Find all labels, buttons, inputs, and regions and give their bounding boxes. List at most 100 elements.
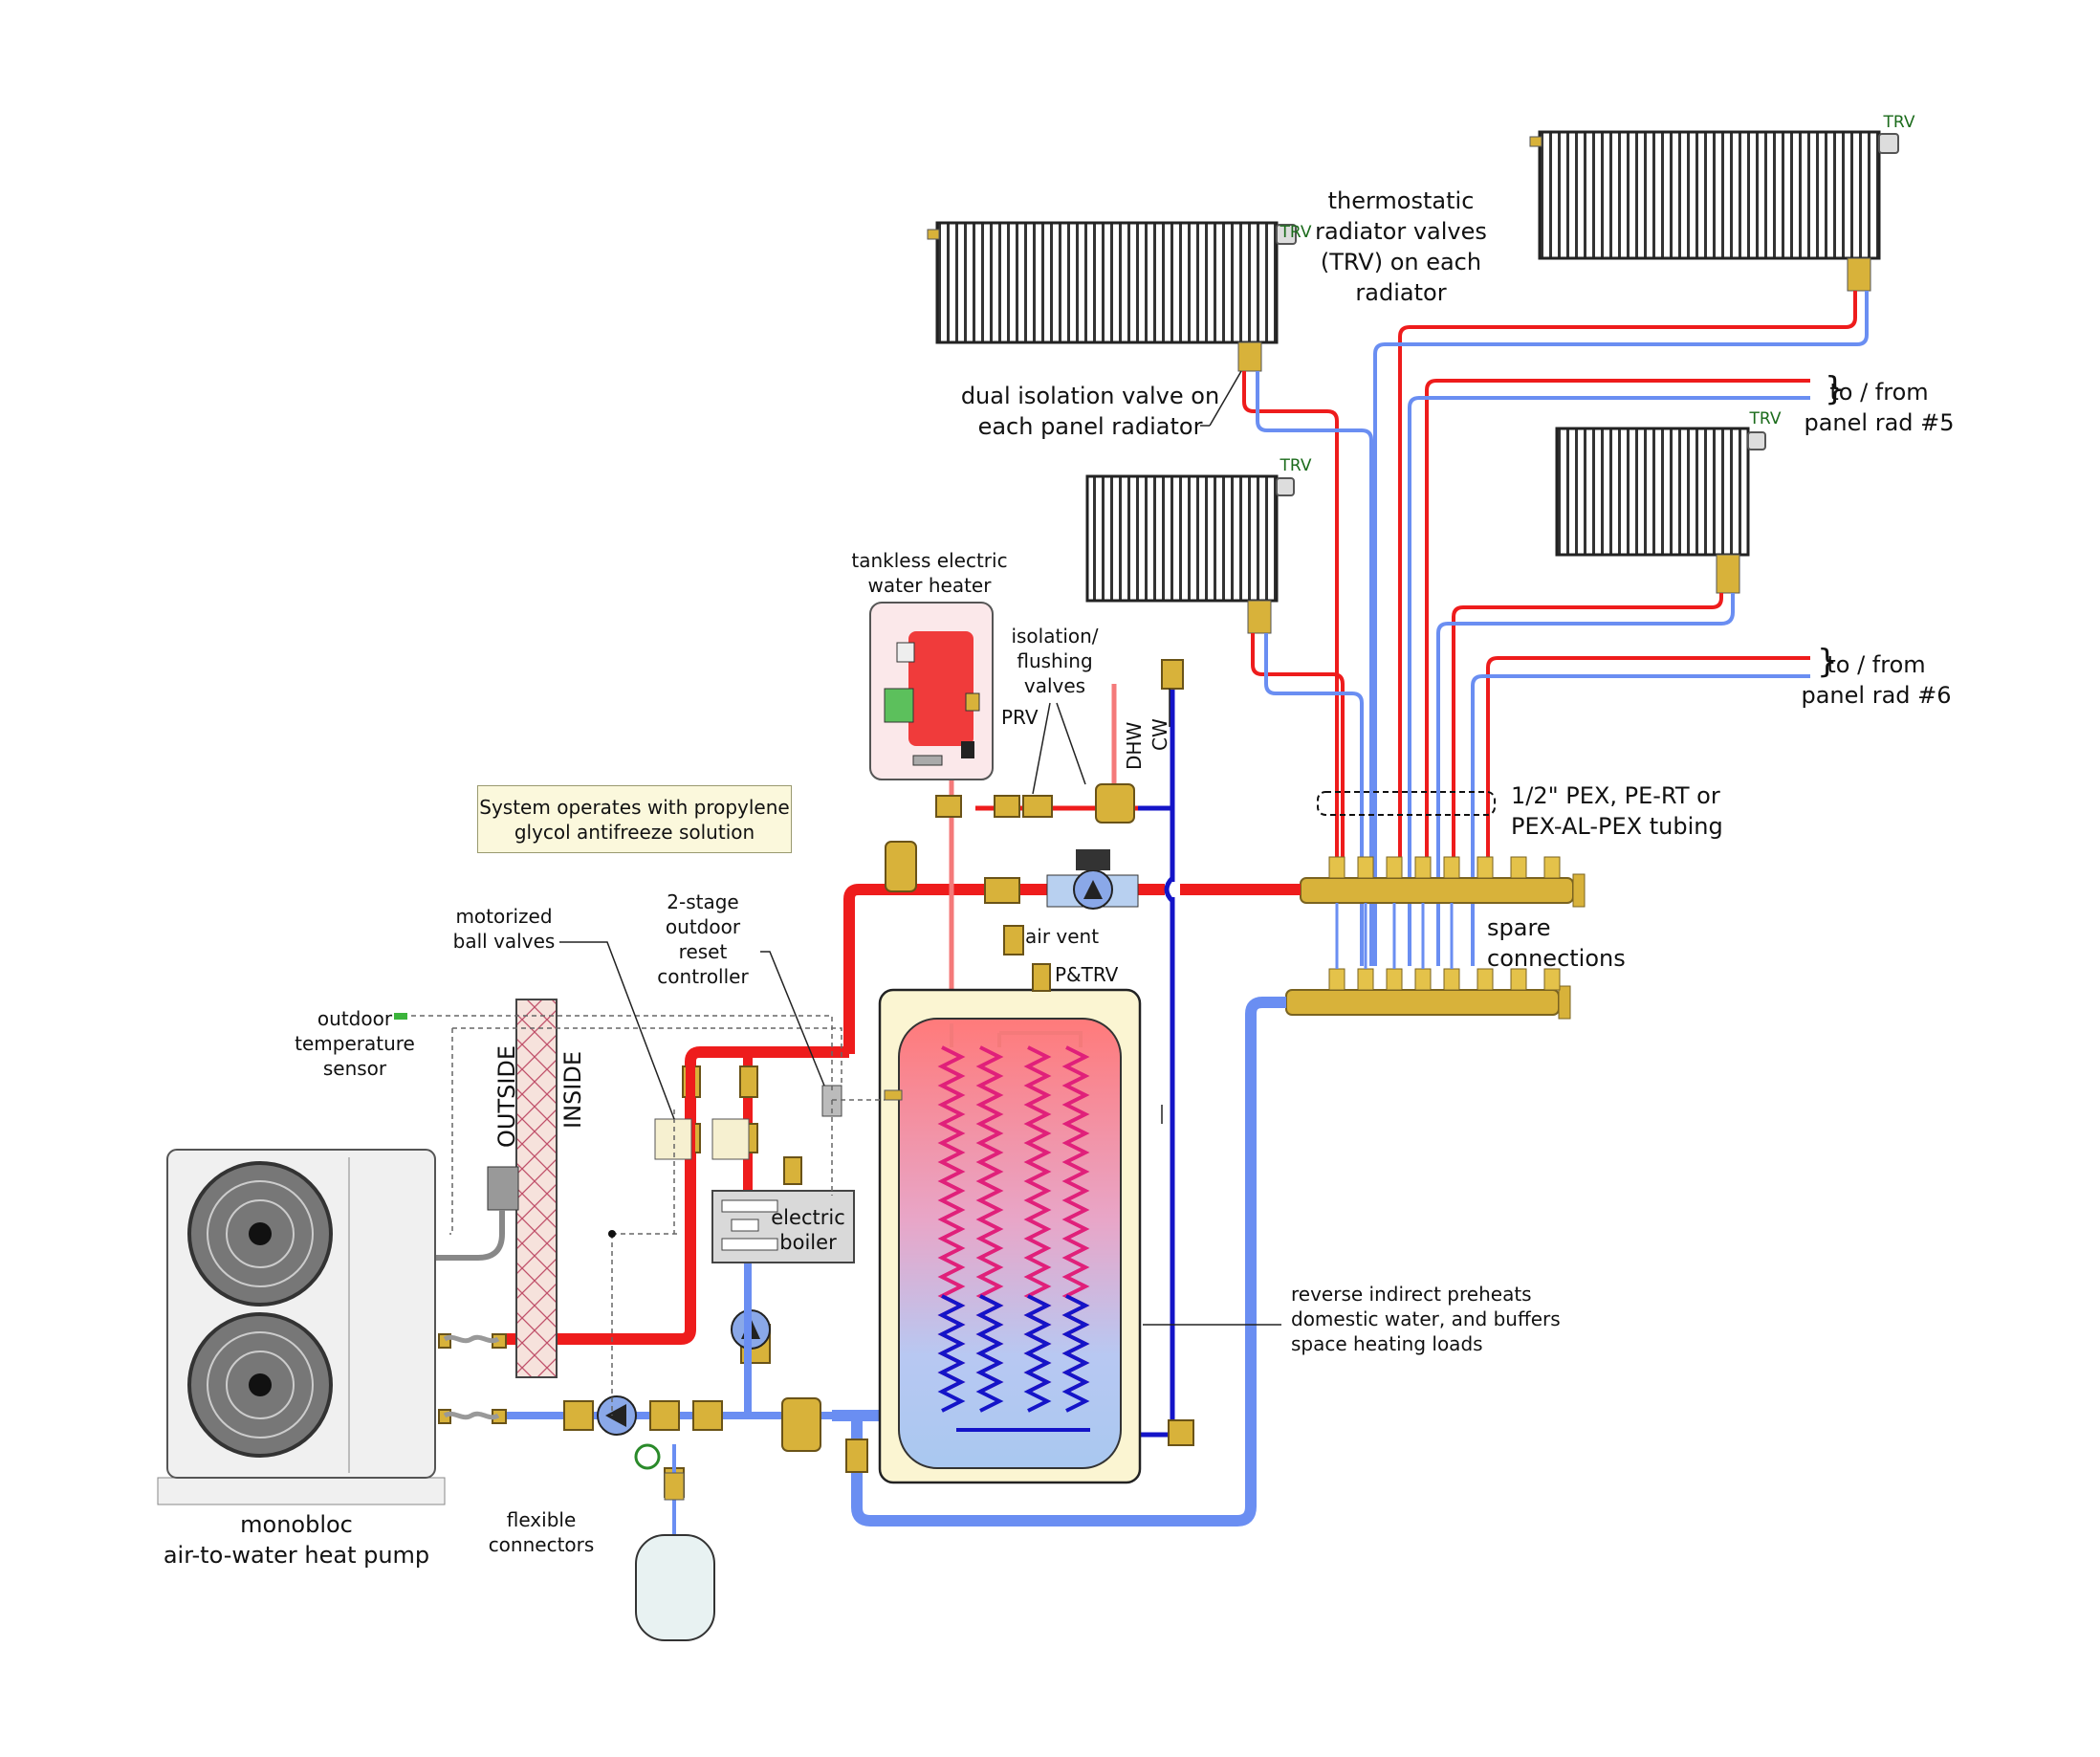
controller-line-3: reset	[679, 940, 728, 963]
air-separator-icon	[885, 841, 917, 892]
valve-icon	[1161, 659, 1184, 690]
flexible-line-2: connectors	[489, 1533, 595, 1556]
reverse-indirect-tank	[878, 988, 1142, 1484]
expansion-tank	[634, 1443, 715, 1641]
manifold-drops	[1335, 903, 1454, 969]
flexible-line-1: flexible	[507, 1508, 577, 1531]
sensor-line-1: outdoor	[317, 1007, 393, 1030]
heat-pump-line-2: air-to-water heat pump	[164, 1542, 429, 1569]
ptrv-icon	[1032, 963, 1051, 992]
boiler-line-1: electric	[771, 1206, 844, 1229]
valve-icon	[845, 1439, 868, 1473]
pipe-crossover-arc	[1164, 876, 1174, 903]
tubing-callout-box	[1317, 791, 1496, 816]
wall-insulation	[515, 999, 558, 1378]
circulators	[597, 849, 1139, 1436]
control-wiring	[411, 1015, 885, 1416]
valve-icon	[692, 1400, 723, 1431]
trv-head-icon	[1276, 477, 1295, 496]
radiator-1	[927, 221, 1297, 372]
reverse-line-3: space heating loads	[1291, 1332, 1483, 1355]
dual-isolation-line-1: dual isolation valve on	[961, 383, 1219, 409]
valve-icon	[984, 877, 1020, 904]
leader-lines	[559, 370, 1281, 1326]
thermostatic-line-4: radiator	[1355, 279, 1446, 306]
isolation-line-1: isolation/	[1011, 625, 1098, 648]
air-vent-icon	[1003, 925, 1024, 955]
thermostatic-line-2: radiator valves	[1315, 218, 1487, 245]
tankless-line-2: water heater	[868, 574, 993, 597]
reverse-line-1: reverse indirect preheats	[1291, 1283, 1532, 1306]
motorized-valve-icon	[654, 1118, 692, 1160]
controller-line-1: 2-stage	[667, 890, 738, 913]
tankless-water-heater	[869, 602, 994, 780]
inside-label: INSIDE	[559, 1051, 586, 1129]
valve-icon	[739, 1065, 758, 1098]
tankless-line-1: tankless electric	[851, 549, 1007, 572]
junction-dot	[608, 1230, 616, 1238]
reverse-line-2: domestic water, and buffers	[1291, 1307, 1561, 1330]
prv-label: PRV	[1001, 706, 1039, 729]
isolation-line-3: valves	[1024, 674, 1085, 697]
note-line-2: glycol antifreeze solution	[514, 820, 755, 844]
relief-valve-icon	[783, 1156, 802, 1185]
sensor-line-2: temperature	[295, 1032, 415, 1055]
ptrv-label: P&TRV	[1055, 963, 1119, 986]
trv-head-icon	[1878, 133, 1899, 154]
to-from-5-line-1: to / from	[1829, 379, 1928, 406]
brace-icon: }	[1825, 370, 1846, 408]
tubing-line-1: 1/2" PEX, PE-RT or	[1511, 782, 1720, 809]
heat-pump-line-1: monobloc	[240, 1511, 353, 1538]
isolation-line-2: flushing	[1017, 649, 1092, 672]
isolation-valve-icon	[1022, 795, 1053, 818]
dual-isolation-valve-icon	[1847, 257, 1871, 292]
trv-label-1: TRV	[1280, 223, 1312, 242]
radiator-4	[1555, 427, 1766, 594]
disconnect-switch-icon	[487, 1166, 519, 1211]
to-from-6-line-1: to / from	[1827, 651, 1925, 678]
controller-line-2: outdoor	[666, 915, 741, 938]
power-conduit	[435, 1210, 505, 1261]
valve-icon	[935, 795, 962, 818]
motorized-line-2: ball valves	[453, 930, 556, 953]
antifreeze-note: System operates with propylene glycol an…	[477, 785, 792, 853]
radiator-2	[1529, 130, 1899, 292]
valve-icon	[563, 1400, 594, 1431]
trv-label-2: TRV	[1883, 113, 1915, 132]
trv-label-3: TRV	[1280, 456, 1312, 475]
dual-isolation-valve-icon	[1237, 341, 1262, 372]
tubing-line-2: PEX-AL-PEX tubing	[1511, 813, 1723, 840]
trv-head-icon	[1747, 431, 1766, 450]
trv-head-icon	[1276, 224, 1297, 245]
trv-label-4: TRV	[1749, 409, 1782, 428]
pump-motor-icon	[1076, 849, 1110, 870]
return-manifold	[1285, 968, 1571, 1020]
outdoor-sensor-icon	[394, 1013, 407, 1020]
thermostatic-line-1: thermostatic	[1328, 187, 1475, 214]
to-from-6-line-2: panel rad #6	[1801, 682, 1951, 709]
pex-tubing	[1242, 291, 1869, 966]
gauge-icon	[634, 1443, 661, 1470]
motorized-line-1: motorized	[455, 905, 552, 928]
air-vent-label: air vent	[1025, 925, 1099, 948]
prv-icon	[994, 795, 1020, 818]
motorized-valve-icon	[711, 1118, 750, 1160]
mixing-valve-icon	[1095, 783, 1135, 824]
heat-pump	[157, 1149, 500, 1505]
drain-valve-icon	[1168, 1419, 1194, 1446]
radiator-3	[1085, 474, 1295, 634]
dual-isolation-valve-icon	[1247, 600, 1272, 634]
sensor-line-3: sensor	[323, 1057, 387, 1080]
thermostatic-line-3: (TRV) on each	[1321, 249, 1481, 275]
brace-icon: }	[1817, 643, 1838, 681]
spare-line-2: connections	[1487, 945, 1626, 972]
dual-isolation-line-2: each panel radiator	[978, 413, 1203, 440]
controller-line-4: controller	[657, 965, 749, 988]
boiler-line-2: boiler	[779, 1231, 837, 1254]
supply-manifold	[1300, 856, 1586, 908]
note-line-1: System operates with propylene	[479, 795, 790, 819]
dual-isolation-valve-icon	[1716, 554, 1740, 594]
valve-icon	[649, 1400, 680, 1431]
dhw-label: DHW	[1123, 722, 1146, 770]
